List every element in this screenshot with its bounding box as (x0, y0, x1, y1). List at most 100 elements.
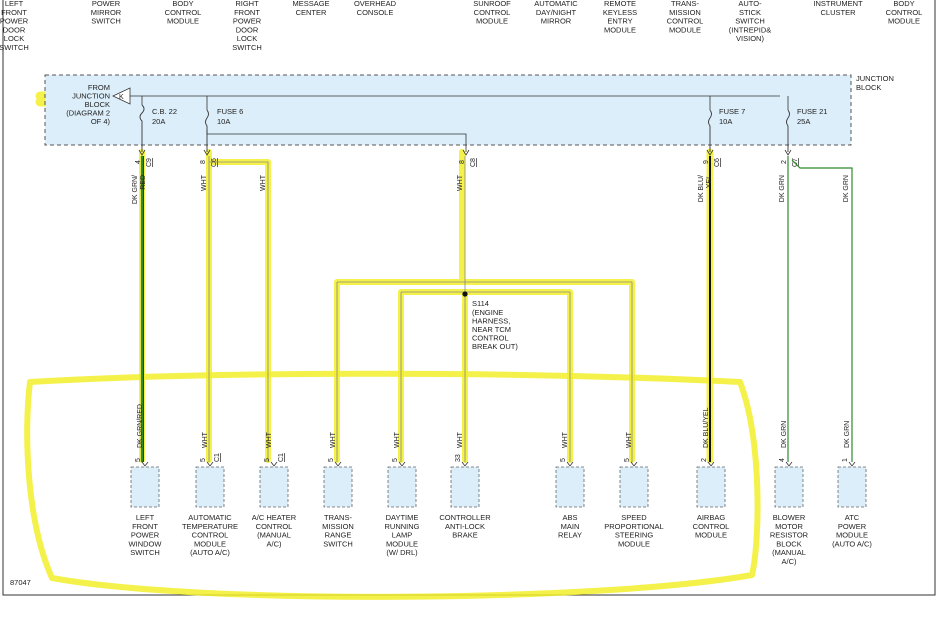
fuse7-symbol-icon (708, 109, 712, 152)
connector-chevron-icon (398, 461, 406, 467)
fuse21-name: FUSE 21 (797, 107, 827, 116)
pin-number: 9 (703, 160, 710, 164)
junction-block (44, 74, 852, 146)
splice-s114-dot (462, 291, 468, 297)
from-reference-letter: K (119, 94, 124, 101)
wire-label-uw-wht-1: WHT (201, 174, 208, 191)
component-box (555, 466, 585, 508)
connector-id: C7 (792, 158, 799, 167)
jb-pin-mid: 8 C8 (459, 149, 477, 167)
connector-chevron-icon (462, 149, 470, 156)
wire-label-uw-dkgrn-red: DK GRN/RED (132, 175, 147, 204)
connector-chevron-icon (206, 461, 214, 467)
pin-number: 8 (200, 160, 207, 164)
wire-wht-f6 (208, 156, 269, 462)
fuse21-symbol-icon (786, 109, 790, 152)
wire-dkgrn-2 (791, 159, 853, 462)
connector-chevron-icon (141, 461, 149, 467)
pin-number: 2 (781, 160, 788, 164)
component-pin-number: 5 (392, 458, 399, 462)
component-wire-label: WHT (202, 431, 209, 448)
jb-pin-f21: 2 C7 (781, 149, 799, 167)
fuse6: FUSE 6 10A (205, 107, 243, 152)
component-pin-number: 5 (135, 458, 142, 462)
component-pin-number: 33 (455, 454, 462, 462)
fuse6-name: FUSE 6 (217, 107, 243, 116)
component-pin-number: 4 (779, 458, 786, 462)
connector-chevron-icon (848, 461, 856, 467)
connector-chevron-icon (138, 149, 146, 156)
connector-chevron-icon (334, 461, 342, 467)
jb-pin-f7: 9 C6 (703, 149, 721, 167)
wires (140, 156, 853, 462)
component-box (195, 466, 225, 508)
component-box (259, 466, 289, 508)
wire-label-uw-dkgrn-2: DK GRN (843, 175, 850, 202)
component-pin-number: 5 (264, 458, 271, 462)
component-pin-number: 1 (842, 458, 849, 462)
component-pin-number: 5 (200, 458, 207, 462)
wire-label-uw-wht-2: WHT (260, 174, 267, 191)
component-box (130, 466, 160, 508)
connector-id: C6 (714, 158, 721, 167)
pin-number: 8 (459, 160, 466, 164)
wire-label-uw-wht-3: WHT (457, 174, 464, 191)
wire-label-uw-dkgrn-1: DK GRN (779, 175, 786, 202)
fuse7-name: FUSE 7 (719, 107, 745, 116)
component-box (323, 466, 353, 508)
cb22: C.B. 22 20A (139, 104, 177, 152)
component-wire-label: WHT (626, 431, 633, 448)
component-connector-id: C1 (214, 453, 221, 462)
wire-wht-bus (336, 156, 633, 462)
component-box (837, 466, 867, 508)
component-wire-label: DK GRN (781, 421, 788, 448)
connector-chevron-icon (630, 461, 638, 467)
connector-id: C8 (470, 158, 477, 167)
highlight-wht-f6 (206, 149, 271, 463)
component-box (619, 466, 649, 508)
wire-label-uw-dkblu-yel: DK BLU/YEL (698, 175, 713, 202)
component-wire-label: WHT (330, 431, 337, 448)
component-pin-number: 5 (624, 458, 631, 462)
component-wire-label: DK BLU/YEL (703, 407, 710, 448)
component-box (450, 466, 480, 508)
fuse7: FUSE 7 10A (708, 107, 745, 152)
highlight-loop (24, 370, 761, 600)
component-wire-label: WHT (562, 431, 569, 448)
cb22-symbol-icon (139, 104, 145, 152)
cb22-name: C.B. 22 (152, 107, 177, 116)
component-wire-label: WHT (394, 431, 401, 448)
